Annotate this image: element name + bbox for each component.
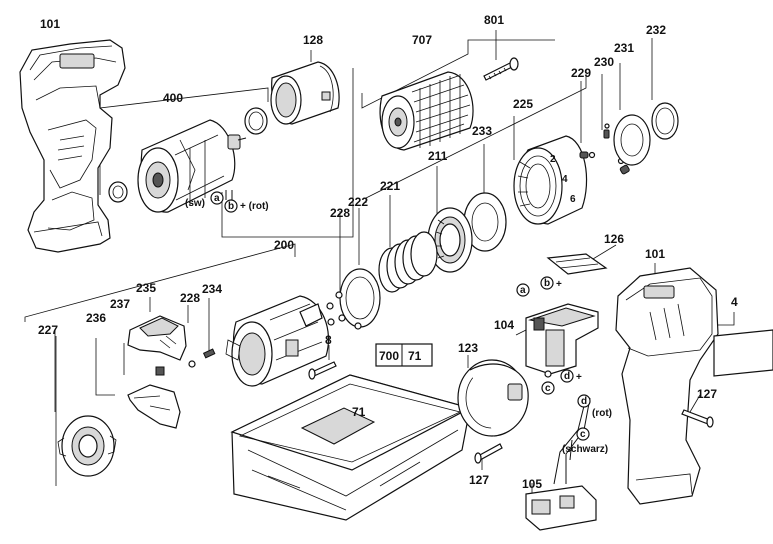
label-231: 231	[614, 41, 634, 55]
label-105: 105	[522, 477, 542, 491]
part-labels: 101 128 707 801 232 231 230 229 225 400 …	[38, 13, 738, 491]
clutch-shell-236	[127, 384, 181, 429]
label-8: 8	[325, 333, 332, 347]
terminal-markers: a b a b c d d c	[210, 191, 591, 441]
circuit-board-105	[525, 397, 597, 531]
label-101-right: 101	[645, 247, 665, 261]
pin-234	[188, 348, 216, 368]
retaining-ring-232	[651, 102, 679, 140]
motor-400	[108, 107, 268, 213]
label-228-upper: 228	[330, 206, 350, 220]
label-200: 200	[274, 238, 294, 252]
washer-231	[613, 114, 651, 166]
ball-spring-229-230	[579, 123, 630, 175]
marker-a-motor: a	[214, 193, 220, 204]
label-237: 237	[110, 297, 130, 311]
label-227: 227	[38, 323, 58, 337]
svg-text:4: 4	[562, 174, 568, 185]
screw-127-right	[681, 409, 714, 428]
marker-a-switch: a	[520, 285, 526, 296]
kit-number-box	[375, 343, 433, 367]
marker-c-wire: c	[580, 429, 586, 440]
marker-b-motor: b	[228, 201, 234, 212]
ring-gear-211	[427, 207, 473, 273]
screw-801	[483, 57, 519, 81]
balls-228	[326, 291, 362, 330]
carrying-case	[230, 343, 472, 521]
marker-d-switch: d	[564, 371, 570, 382]
label-123: 123	[458, 341, 478, 355]
label-127-right: 127	[697, 387, 717, 401]
gearbox-200	[225, 295, 330, 387]
label-233: 233	[472, 124, 492, 138]
label-229: 229	[571, 66, 591, 80]
label-707: 707	[412, 33, 432, 47]
wire-labels: (sw) + (rot) + + (rot) (schwarz)	[185, 198, 612, 455]
label-126: 126	[604, 232, 624, 246]
housing-half-right	[615, 267, 719, 505]
switch-104	[525, 303, 599, 378]
guide-lines	[24, 30, 735, 496]
marker-b-switch: b	[544, 278, 550, 289]
plus-b-switch: +	[556, 279, 562, 290]
svg-text:2: 2	[550, 154, 556, 165]
label-801: 801	[484, 13, 504, 27]
clip-126	[546, 253, 608, 275]
marker-c-switch: c	[545, 383, 551, 394]
label-228-lower: 228	[180, 291, 200, 305]
label-235: 235	[136, 281, 156, 295]
screw-8	[308, 361, 337, 380]
cover-123	[457, 359, 529, 437]
label-4: 4	[731, 295, 738, 309]
label-230: 230	[594, 55, 614, 69]
label-128: 128	[303, 33, 323, 47]
chuck-707	[379, 71, 474, 151]
label-700-box: 700	[379, 349, 399, 363]
screw-127-bottom	[474, 443, 503, 464]
plus-d-switch: +	[576, 372, 582, 383]
label-232: 232	[646, 23, 666, 37]
label-236: 236	[86, 311, 106, 325]
housing-half-left	[19, 39, 126, 253]
label-400: 400	[163, 91, 183, 105]
pin-237	[155, 366, 165, 376]
wire-label-rot-d: (rot)	[592, 408, 612, 419]
label-221: 221	[380, 179, 400, 193]
label-211: 211	[428, 149, 448, 163]
clutch-shell-235	[127, 315, 187, 361]
spring-221	[378, 231, 438, 293]
label-71-box: 71	[408, 349, 422, 363]
label-225: 225	[513, 97, 533, 111]
selector-sleeve-225: 2 4 6	[513, 135, 588, 225]
wire-label-schwarz: (schwarz)	[562, 444, 608, 455]
label-71: 71	[352, 405, 366, 419]
svg-text:6: 6	[570, 194, 576, 205]
cover-ring-128	[270, 61, 340, 125]
label-234: 234	[202, 282, 222, 296]
label-127-bottom: 127	[469, 473, 489, 487]
end-cap-227	[57, 415, 117, 477]
label-222: 222	[348, 195, 368, 209]
battery-4	[713, 329, 773, 377]
wire-label-sw: (sw)	[185, 198, 205, 209]
marker-d-wire: d	[581, 396, 587, 407]
label-101-top: 101	[40, 17, 60, 31]
wire-label-rot: + (rot)	[240, 201, 269, 212]
washer-222	[339, 268, 381, 328]
label-104: 104	[494, 318, 514, 332]
